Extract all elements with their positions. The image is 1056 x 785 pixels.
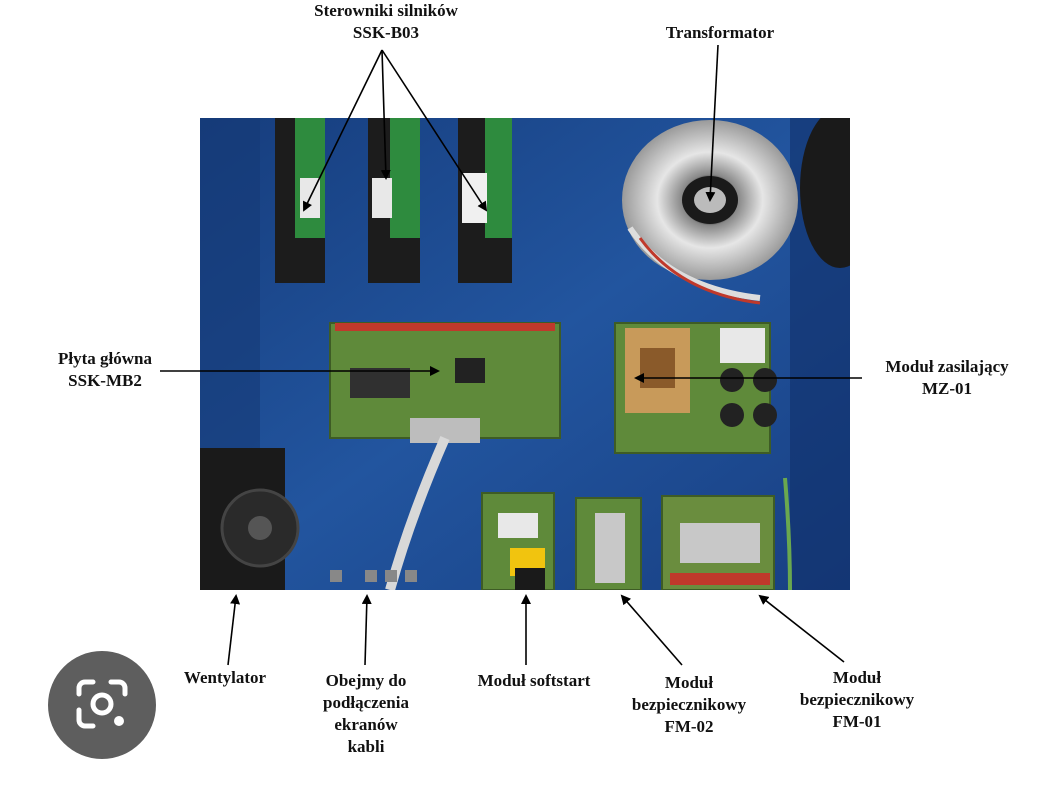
power-module <box>614 322 777 454</box>
fan <box>200 448 300 590</box>
motor-driver-1 <box>275 118 325 283</box>
main-board <box>329 322 561 443</box>
cable-clamps <box>330 570 417 582</box>
softstart-module <box>481 492 555 590</box>
label-fuse-fm02: Moduł bezpiecznikowy FM-02 <box>631 673 747 736</box>
fuse-module-fm02 <box>575 497 642 590</box>
label-cable-clamps: Obejmy do podłączenia ekranów kabli <box>323 671 409 756</box>
camera-search-icon <box>76 679 128 729</box>
lens-search-button[interactable] <box>48 651 156 759</box>
label-mainboard: Płyta główna SSK-MB2 <box>58 349 152 390</box>
fuse-module-fm01 <box>661 495 775 590</box>
motor-driver-3 <box>458 118 512 283</box>
arrow-cable-clamps <box>361 594 372 666</box>
label-fan: Wentylator <box>183 668 267 687</box>
label-softstart: Moduł softstart <box>477 671 591 690</box>
label-motor-drivers: Sterowniki silników SSK-B03 <box>314 1 458 42</box>
label-transformer: Transformator <box>665 23 775 42</box>
arrow-fuse-fm02 <box>620 594 683 666</box>
arrow-fuse-fm01 <box>758 594 845 663</box>
label-fuse-fm01: Moduł bezpiecznikowy FM-01 <box>799 668 915 731</box>
cabinet-photo <box>200 118 850 590</box>
arrow-fan <box>227 594 241 666</box>
motor-driver-2 <box>368 118 420 283</box>
label-power-module: Moduł zasilający MZ-01 <box>885 357 1009 398</box>
